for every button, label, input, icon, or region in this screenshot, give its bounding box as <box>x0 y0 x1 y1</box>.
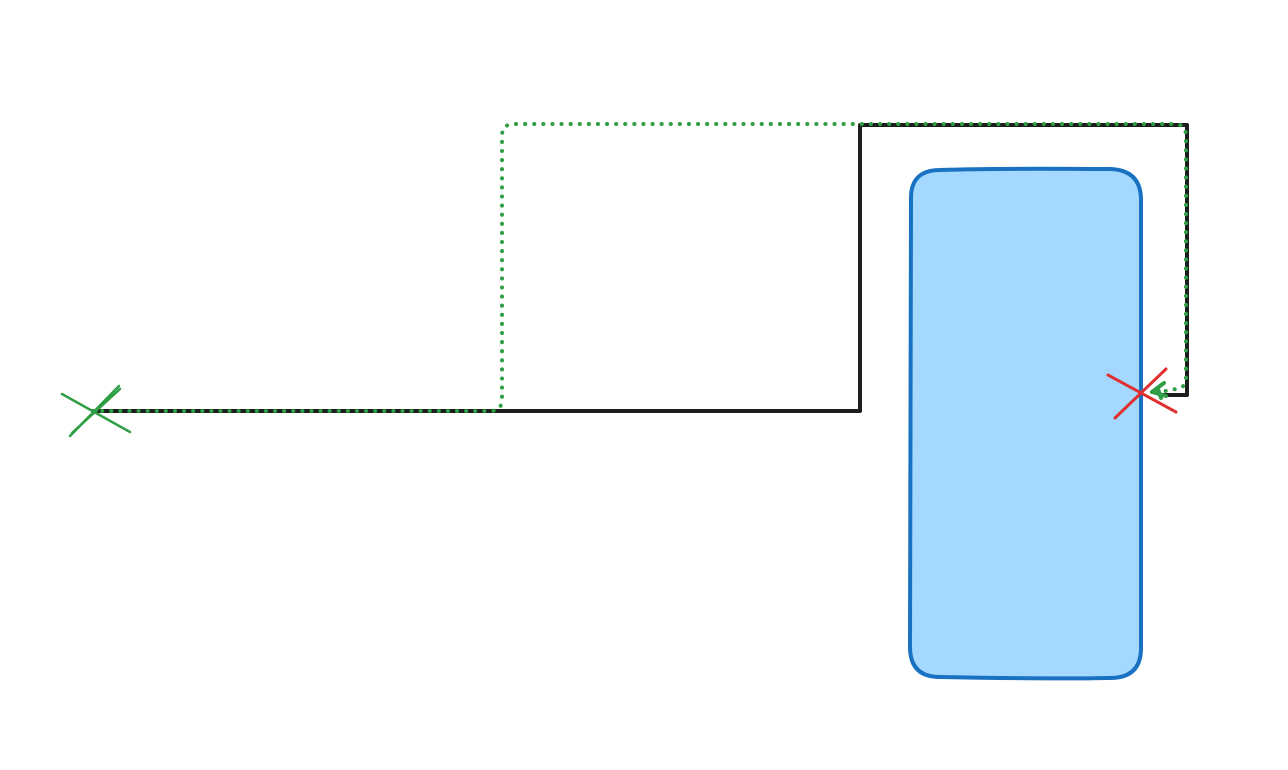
obstacle-rectangle[interactable] <box>908 166 1143 681</box>
end-cross-icon[interactable] <box>1106 367 1178 420</box>
orthogonal-route-line[interactable] <box>91 123 1189 413</box>
start-cross-icon[interactable] <box>60 384 132 438</box>
rounded-route-line[interactable] <box>91 122 1188 413</box>
route-arrowhead-icon <box>1150 381 1168 400</box>
